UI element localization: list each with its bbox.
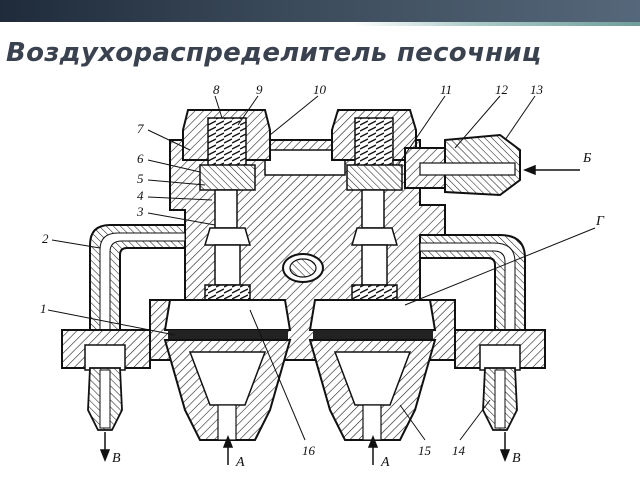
label-part-6: 6 — [137, 151, 144, 166]
label-part-14: 14 — [452, 443, 466, 458]
label-inlet-b: Б — [582, 151, 591, 166]
label-v-right: В — [512, 451, 521, 466]
label-part-1: 1 — [40, 301, 47, 316]
slide-title: Воздухораспределитель песочниц — [6, 38, 542, 68]
right-valve-unit — [308, 109, 437, 441]
part-labels: 8 9 10 11 12 13 7 6 5 4 3 2 1 16 15 14 — [40, 82, 544, 458]
label-part-15: 15 — [418, 443, 432, 458]
label-part-10: 10 — [313, 82, 327, 97]
label-a-left: А — [235, 455, 245, 470]
label-part-13: 13 — [530, 82, 544, 97]
label-v-left: В — [112, 451, 121, 466]
label-part-5: 5 — [137, 171, 144, 186]
label-cavity-g: Г — [595, 214, 605, 229]
label-part-12: 12 — [495, 82, 509, 97]
flow-letter-labels: Б Г А А В В — [112, 151, 605, 470]
label-part-9: 9 — [256, 82, 263, 97]
label-part-3: 3 — [136, 204, 144, 219]
right-outlet-fitting — [454, 329, 546, 431]
label-part-2: 2 — [42, 231, 49, 246]
label-a-right: А — [380, 455, 390, 470]
flow-arrows — [99, 164, 580, 465]
slide-header-bar — [0, 0, 640, 22]
label-part-7: 7 — [137, 121, 144, 136]
left-valve-unit — [163, 109, 292, 441]
leader-lines — [47, 95, 596, 441]
label-part-4: 4 — [137, 188, 144, 203]
label-part-11: 11 — [440, 82, 452, 97]
label-part-16: 16 — [302, 443, 316, 458]
left-outlet-fitting — [61, 329, 151, 431]
slide-header-accent — [0, 22, 640, 26]
inlet-fitting — [404, 133, 521, 197]
label-part-8: 8 — [213, 82, 220, 97]
